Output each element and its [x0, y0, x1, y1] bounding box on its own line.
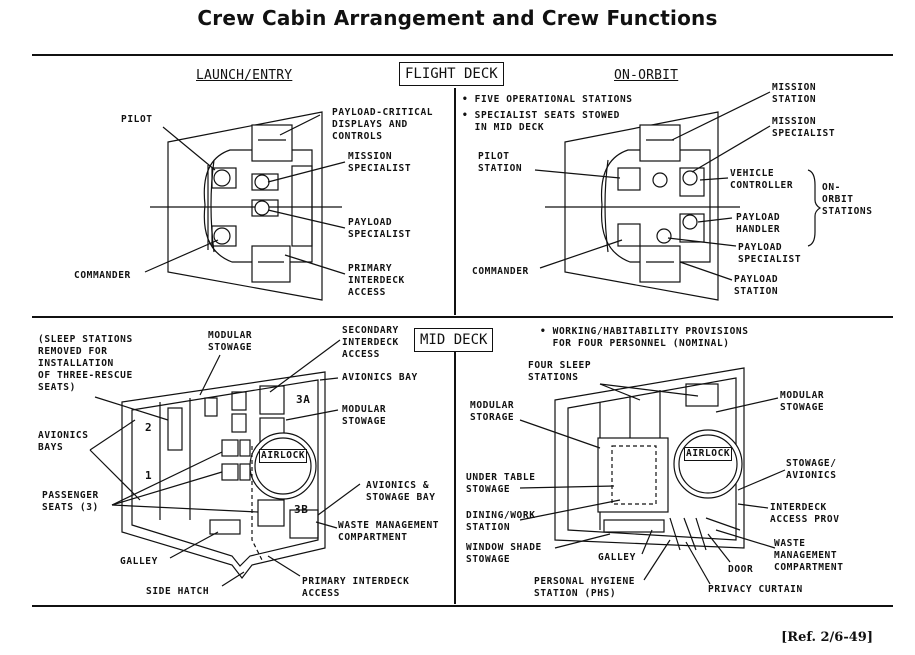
- label-interdeck-access-prov: INTERDECK ACCESS PROV: [770, 502, 840, 525]
- label-avionics-bay: AVIONICS BAY: [342, 372, 418, 383]
- label-primary-interdeck-mid: PRIMARY INTERDECK ACCESS: [302, 576, 410, 599]
- flight-deck-right-drawing: [534, 91, 822, 301]
- label-payload-specialist-left: PAYLOAD SPECIALIST: [348, 217, 412, 240]
- mid-deck-box: MID DECK: [414, 328, 494, 352]
- label-privacy-curtain: PRIVACY CURTAIN: [708, 584, 803, 595]
- label-vehicle-controller: VEHICLE CONTROLLER: [730, 168, 794, 191]
- label-airlock-left: AIRLOCK: [259, 449, 308, 463]
- label-pilot: PILOT: [121, 114, 153, 125]
- label-mission-specialist-left: MISSION SPECIALIST: [348, 151, 412, 174]
- mid-deck-note: • WORKING/HABITABILITY PROVISIONS FOR FO…: [540, 326, 749, 349]
- label-door: DOOR: [728, 564, 754, 575]
- label-payload-critical: PAYLOAD-CRITICAL DISPLAYS AND CONTROLS: [332, 107, 434, 142]
- label-payload-station: PAYLOAD STATION: [734, 274, 779, 297]
- mid-deck-right-drawing: [519, 367, 786, 585]
- label-primary-interdeck-left: PRIMARY INTERDECK ACCESS: [348, 263, 405, 298]
- flight-deck-left-drawing: [144, 111, 346, 301]
- label-four-sleep: FOUR SLEEP STATIONS: [528, 360, 592, 383]
- label-airlock-right: AIRLOCK: [684, 447, 733, 461]
- label-commander-right: COMMANDER: [472, 266, 529, 277]
- flight-deck-box: FLIGHT DECK: [399, 62, 504, 86]
- label-commander-left: COMMANDER: [74, 270, 131, 281]
- label-galley-right: GALLEY: [598, 552, 636, 563]
- launch-entry-header: LAUNCH/ENTRY: [196, 68, 293, 83]
- label-pilot-station: PILOT STATION: [478, 151, 523, 174]
- label-modular-stowage-right: MODULAR STOWAGE: [342, 404, 387, 427]
- label-waste-mgmt-right: WASTE MANAGEMENT COMPARTMENT: [774, 538, 844, 573]
- label-bay-2: 2: [145, 421, 153, 434]
- label-galley-left: GALLEY: [120, 556, 158, 567]
- flight-deck-note-1: • FIVE OPERATIONAL STATIONS: [462, 94, 633, 105]
- label-stowage-avionics: STOWAGE/ AVIONICS: [786, 458, 837, 481]
- label-dining-work: DINING/WORK STATION: [466, 510, 536, 533]
- label-passenger-seats: PASSENGER SEATS (3): [42, 490, 99, 513]
- on-orbit-header: ON-ORBIT: [614, 68, 679, 83]
- label-avionics-stowage-bay: AVIONICS & STOWAGE BAY: [366, 480, 436, 503]
- label-mission-specialist-right: MISSION SPECIALIST: [772, 116, 836, 139]
- label-modular-stowage-top: MODULAR STOWAGE: [208, 330, 253, 353]
- label-secondary-interdeck: SECONDARY INTERDECK ACCESS: [342, 325, 399, 360]
- label-window-shade: WINDOW SHADE STOWAGE: [466, 542, 542, 565]
- label-bay-3b: 3B: [294, 503, 309, 516]
- label-avionics-bays: AVIONICS BAYS: [38, 430, 89, 453]
- label-payload-specialist-right: PAYLOAD SPECIALIST: [738, 242, 802, 265]
- label-personal-hygiene: PERSONAL HYGIENE STATION (PHS): [534, 576, 636, 599]
- label-waste-mgmt-left: WASTE MANAGEMENT COMPARTMENT: [338, 520, 440, 543]
- flight-deck-note-2: • SPECIALIST SEATS STOWED IN MID DECK: [462, 110, 620, 133]
- reference-note: [Ref. 2/6-49]: [781, 630, 873, 645]
- label-sleep-removed: (SLEEP STATIONS REMOVED FOR INSTALLATION…: [38, 334, 133, 393]
- label-modular-storage: MODULAR STORAGE: [470, 400, 515, 423]
- label-side-hatch: SIDE HATCH: [146, 586, 210, 597]
- page-title: Crew Cabin Arrangement and Crew Function…: [197, 6, 718, 30]
- label-bay-3a: 3A: [296, 393, 311, 406]
- label-bay-1: 1: [145, 469, 153, 482]
- label-modular-stowage-right-md: MODULAR STOWAGE: [780, 390, 825, 413]
- label-on-orbit-stations: ON- ORBIT STATIONS: [822, 182, 873, 217]
- label-under-table: UNDER TABLE STOWAGE: [466, 472, 536, 495]
- label-mission-station: MISSION STATION: [772, 82, 817, 105]
- label-payload-handler: PAYLOAD HANDLER: [736, 212, 781, 235]
